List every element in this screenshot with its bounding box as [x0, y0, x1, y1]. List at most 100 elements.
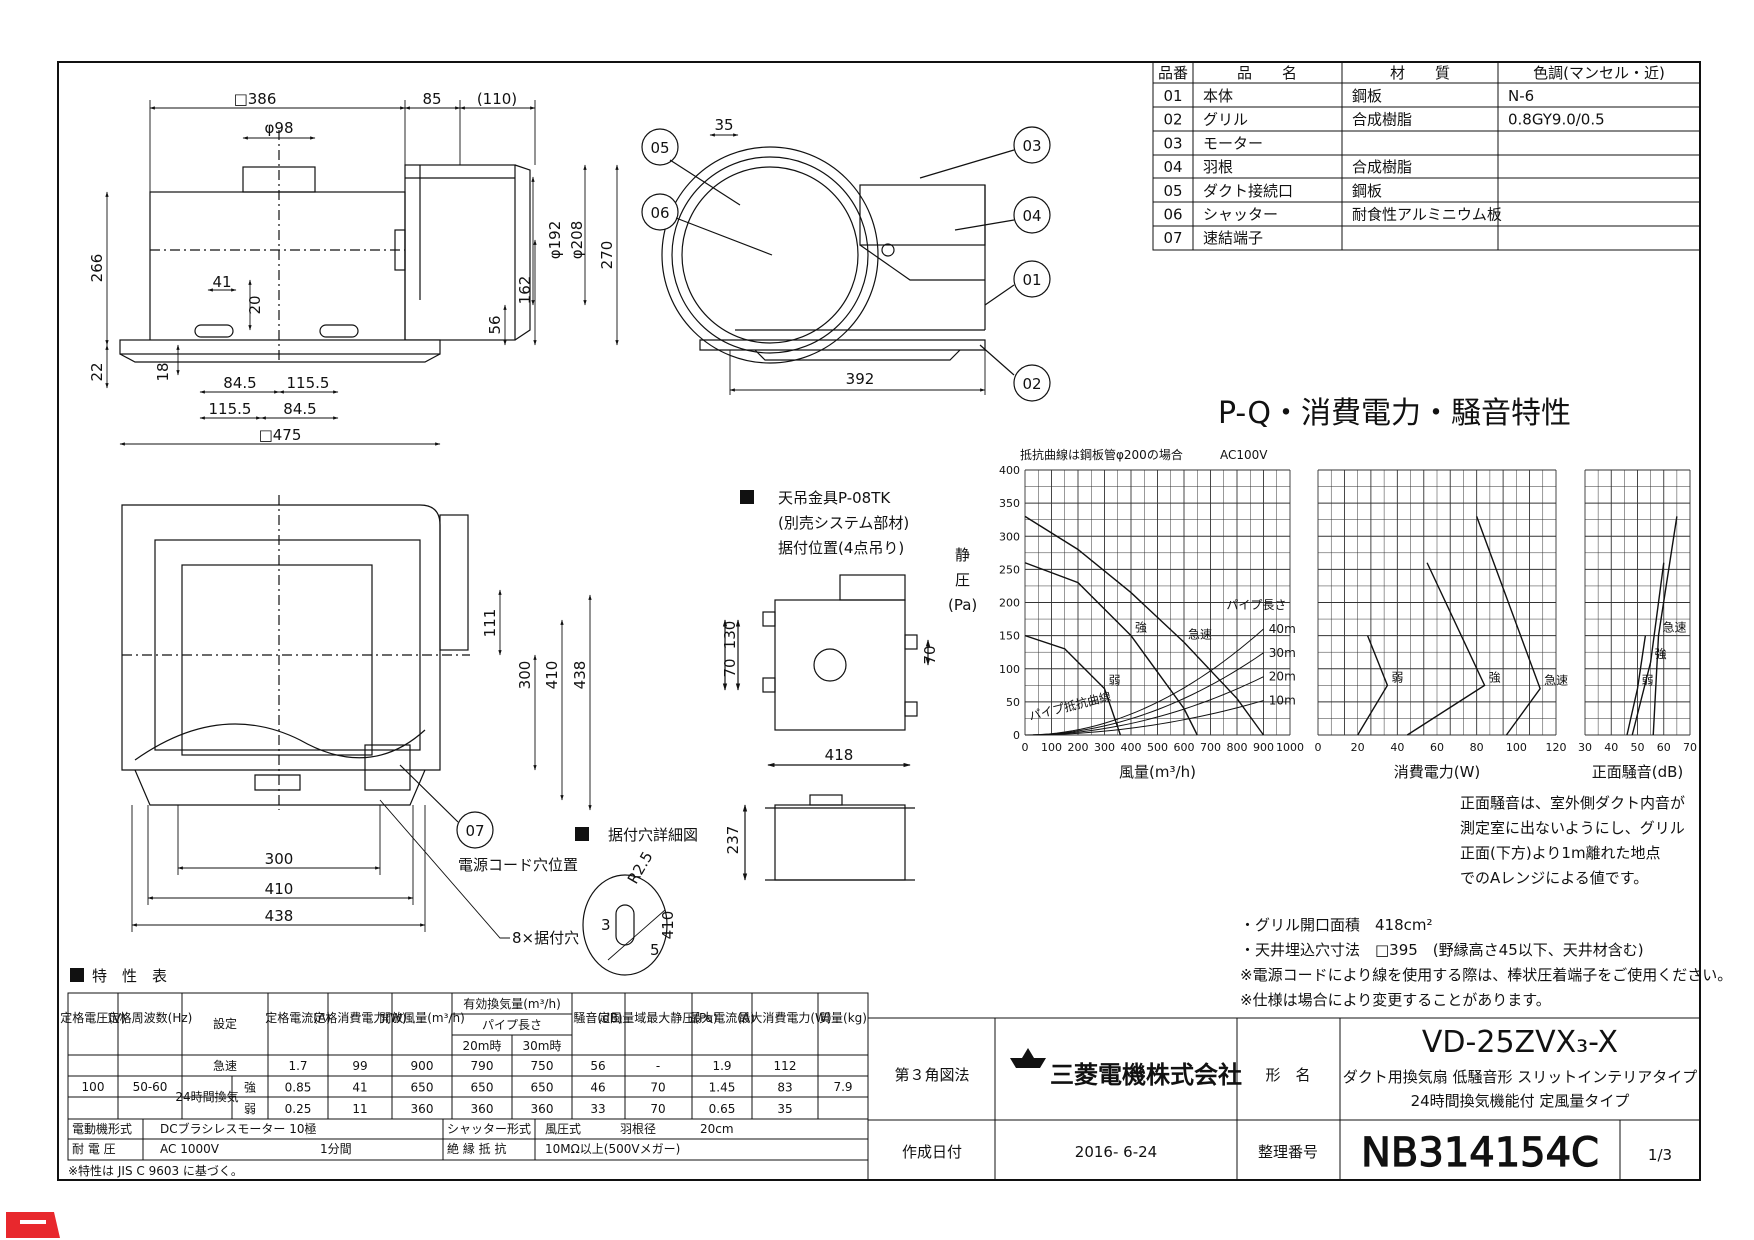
- dim-35: 35: [714, 116, 733, 134]
- x-tick-label: 900: [1253, 741, 1274, 754]
- y-tick-label: 50: [1006, 696, 1020, 709]
- hanger-plan-view: [722, 574, 931, 768]
- x-tick-label: 200: [1068, 741, 1089, 754]
- x-tick-label: 30: [1578, 741, 1592, 754]
- dim-phi208: φ208: [568, 221, 586, 260]
- series-label: 急速: [1544, 673, 1568, 688]
- title-block-grid: [867, 1017, 1701, 1181]
- resistance-curve: [1024, 676, 1264, 736]
- series-label: 強: [1135, 621, 1147, 635]
- series-line: [1406, 562, 1486, 736]
- dim-270: 270: [598, 241, 616, 270]
- chart-voltage: AC100V: [1220, 448, 1268, 462]
- date-label: 作成日付: [902, 1143, 962, 1161]
- char-header: 定格電圧(V): [60, 1010, 126, 1025]
- char-table-text: 定格電圧(V)定格周波数(Hz)設定定格電流(A)定格消費電力(W)開放風量(m…: [60, 996, 867, 1178]
- char-withstand-value: AC 1000V: [160, 1142, 220, 1156]
- noise-note-line4: でのAレンジによる値です。: [1460, 869, 1648, 887]
- char-cell: 650: [531, 1081, 554, 1095]
- chart-note: 抵抗曲線は鋼板管φ200の場合: [1020, 447, 1183, 462]
- parts-cell: 03: [1163, 134, 1182, 152]
- parts-cell: グリル: [1203, 111, 1248, 129]
- resistance-label: 30m: [1269, 646, 1296, 660]
- dim-162: 162: [516, 276, 534, 305]
- hole-dim-3: 3: [601, 916, 611, 934]
- parts-cell: 鋼板: [1352, 182, 1382, 200]
- resistance-curve: [1024, 652, 1264, 736]
- callout-labels: 05 06 03 04 01 02 07: [465, 137, 1041, 840]
- char-withstand-label: 耐 電 圧: [72, 1142, 116, 1156]
- callout-01: 01: [1022, 271, 1041, 289]
- char-header: 最大消費電力(W): [738, 1010, 831, 1025]
- noise-note: 正面騒音は、室外側ダクト内音が 測定室に出ないようにし、グリル 正面(下方)より…: [1460, 794, 1685, 887]
- dim-111: 111: [481, 609, 499, 638]
- x-tick-label: 120: [1546, 741, 1567, 754]
- x-tick-label: 100: [1506, 741, 1527, 754]
- dim-438-v: 438: [571, 661, 589, 690]
- char-cell: 70: [650, 1102, 665, 1116]
- char-cell: 83: [777, 1081, 792, 1095]
- parts-table: [1152, 61, 1701, 251]
- parts-cell: 07: [1163, 229, 1182, 247]
- spec-note-3: ※電源コードにより線を使用する際は、棒状圧着端子をご使用ください。: [1240, 966, 1732, 984]
- power-cord-label: 電源コード穴位置: [458, 856, 578, 874]
- hanger-bullet: [740, 490, 754, 504]
- dim-56: 56: [486, 315, 504, 334]
- char-header: 定格消費電力(W): [313, 1010, 406, 1025]
- x-axis-label: 消費電力(W): [1394, 763, 1481, 781]
- dim-438-h: 438: [265, 907, 294, 925]
- char-frequency: 50-60: [133, 1080, 168, 1094]
- char-motor-value: DCブラシレスモーター 10極: [160, 1121, 316, 1136]
- callout-06: 06: [650, 204, 669, 222]
- series-line: [1652, 516, 1678, 736]
- char-cell: 790: [471, 1059, 494, 1073]
- series-label: 弱: [1391, 670, 1403, 684]
- dim-84-5-a: 84.5: [223, 374, 256, 392]
- hole-dim-r2-5: R2.5: [624, 848, 657, 887]
- callout-02: 02: [1022, 375, 1041, 393]
- resistance-curve: [1024, 628, 1264, 736]
- company-name: 三菱電機株式会社: [1050, 1061, 1242, 1089]
- hole-detail-title: 据付穴詳細図: [608, 826, 698, 844]
- front-elevation-view: [119, 130, 531, 363]
- series-line: [1024, 562, 1198, 736]
- series-line: [1357, 635, 1389, 736]
- dim-22: 22: [88, 362, 106, 381]
- y-tick-label: 350: [999, 497, 1020, 510]
- char-cell: 弱: [244, 1102, 256, 1116]
- dim-130: 130: [721, 621, 739, 650]
- parts-cell: 合成樹脂: [1352, 111, 1412, 129]
- parts-cell: 01: [1163, 87, 1182, 105]
- noise-note-line3: 正面(下方)より1m離れた地点: [1460, 844, 1661, 862]
- noise-note-line2: 測定室に出ないようにし、グリル: [1460, 819, 1685, 837]
- callout-07: 07: [465, 822, 484, 840]
- parts-cell: 02: [1163, 111, 1182, 129]
- dim-300-h: 300: [265, 850, 294, 868]
- char-cell: 46: [590, 1081, 605, 1095]
- spec-note-4: ※仕様は場合により変更することがあります。: [1240, 991, 1551, 1009]
- char-cell: 360: [411, 1102, 434, 1116]
- char-header: 20m時: [463, 1039, 502, 1053]
- dim-115-5-a: 115.5: [287, 374, 330, 392]
- hole-dim-410: 410: [659, 911, 677, 940]
- y-tick-label: 250: [999, 563, 1020, 576]
- char-cell: 70: [650, 1081, 665, 1095]
- dim-41: 41: [212, 273, 231, 291]
- char-cell: 強: [244, 1081, 256, 1095]
- dim-115-5-b: 115.5: [209, 400, 252, 418]
- char-shutter-label: シャッター形式: [447, 1122, 531, 1136]
- model-desc-1: ダクト用換気扇 低騒音形 スリットインテリアタイプ: [1343, 1068, 1698, 1086]
- dim-phi98: φ98: [265, 119, 294, 137]
- series-line: [1626, 635, 1647, 736]
- char-header: 定格電流(A): [265, 1010, 331, 1025]
- dim-70-b: 70: [921, 645, 939, 664]
- side-elevation-view: [661, 146, 986, 364]
- char-cell: 56: [590, 1059, 605, 1073]
- char-motor-label: 電動機形式: [72, 1121, 132, 1136]
- x-tick-label: 300: [1094, 741, 1115, 754]
- pipe-length-label: パイプ長さ: [1226, 598, 1286, 612]
- hole-dim-5: 5: [650, 941, 660, 959]
- spec-note-1: ・グリル開口面積 418cm²: [1240, 916, 1433, 934]
